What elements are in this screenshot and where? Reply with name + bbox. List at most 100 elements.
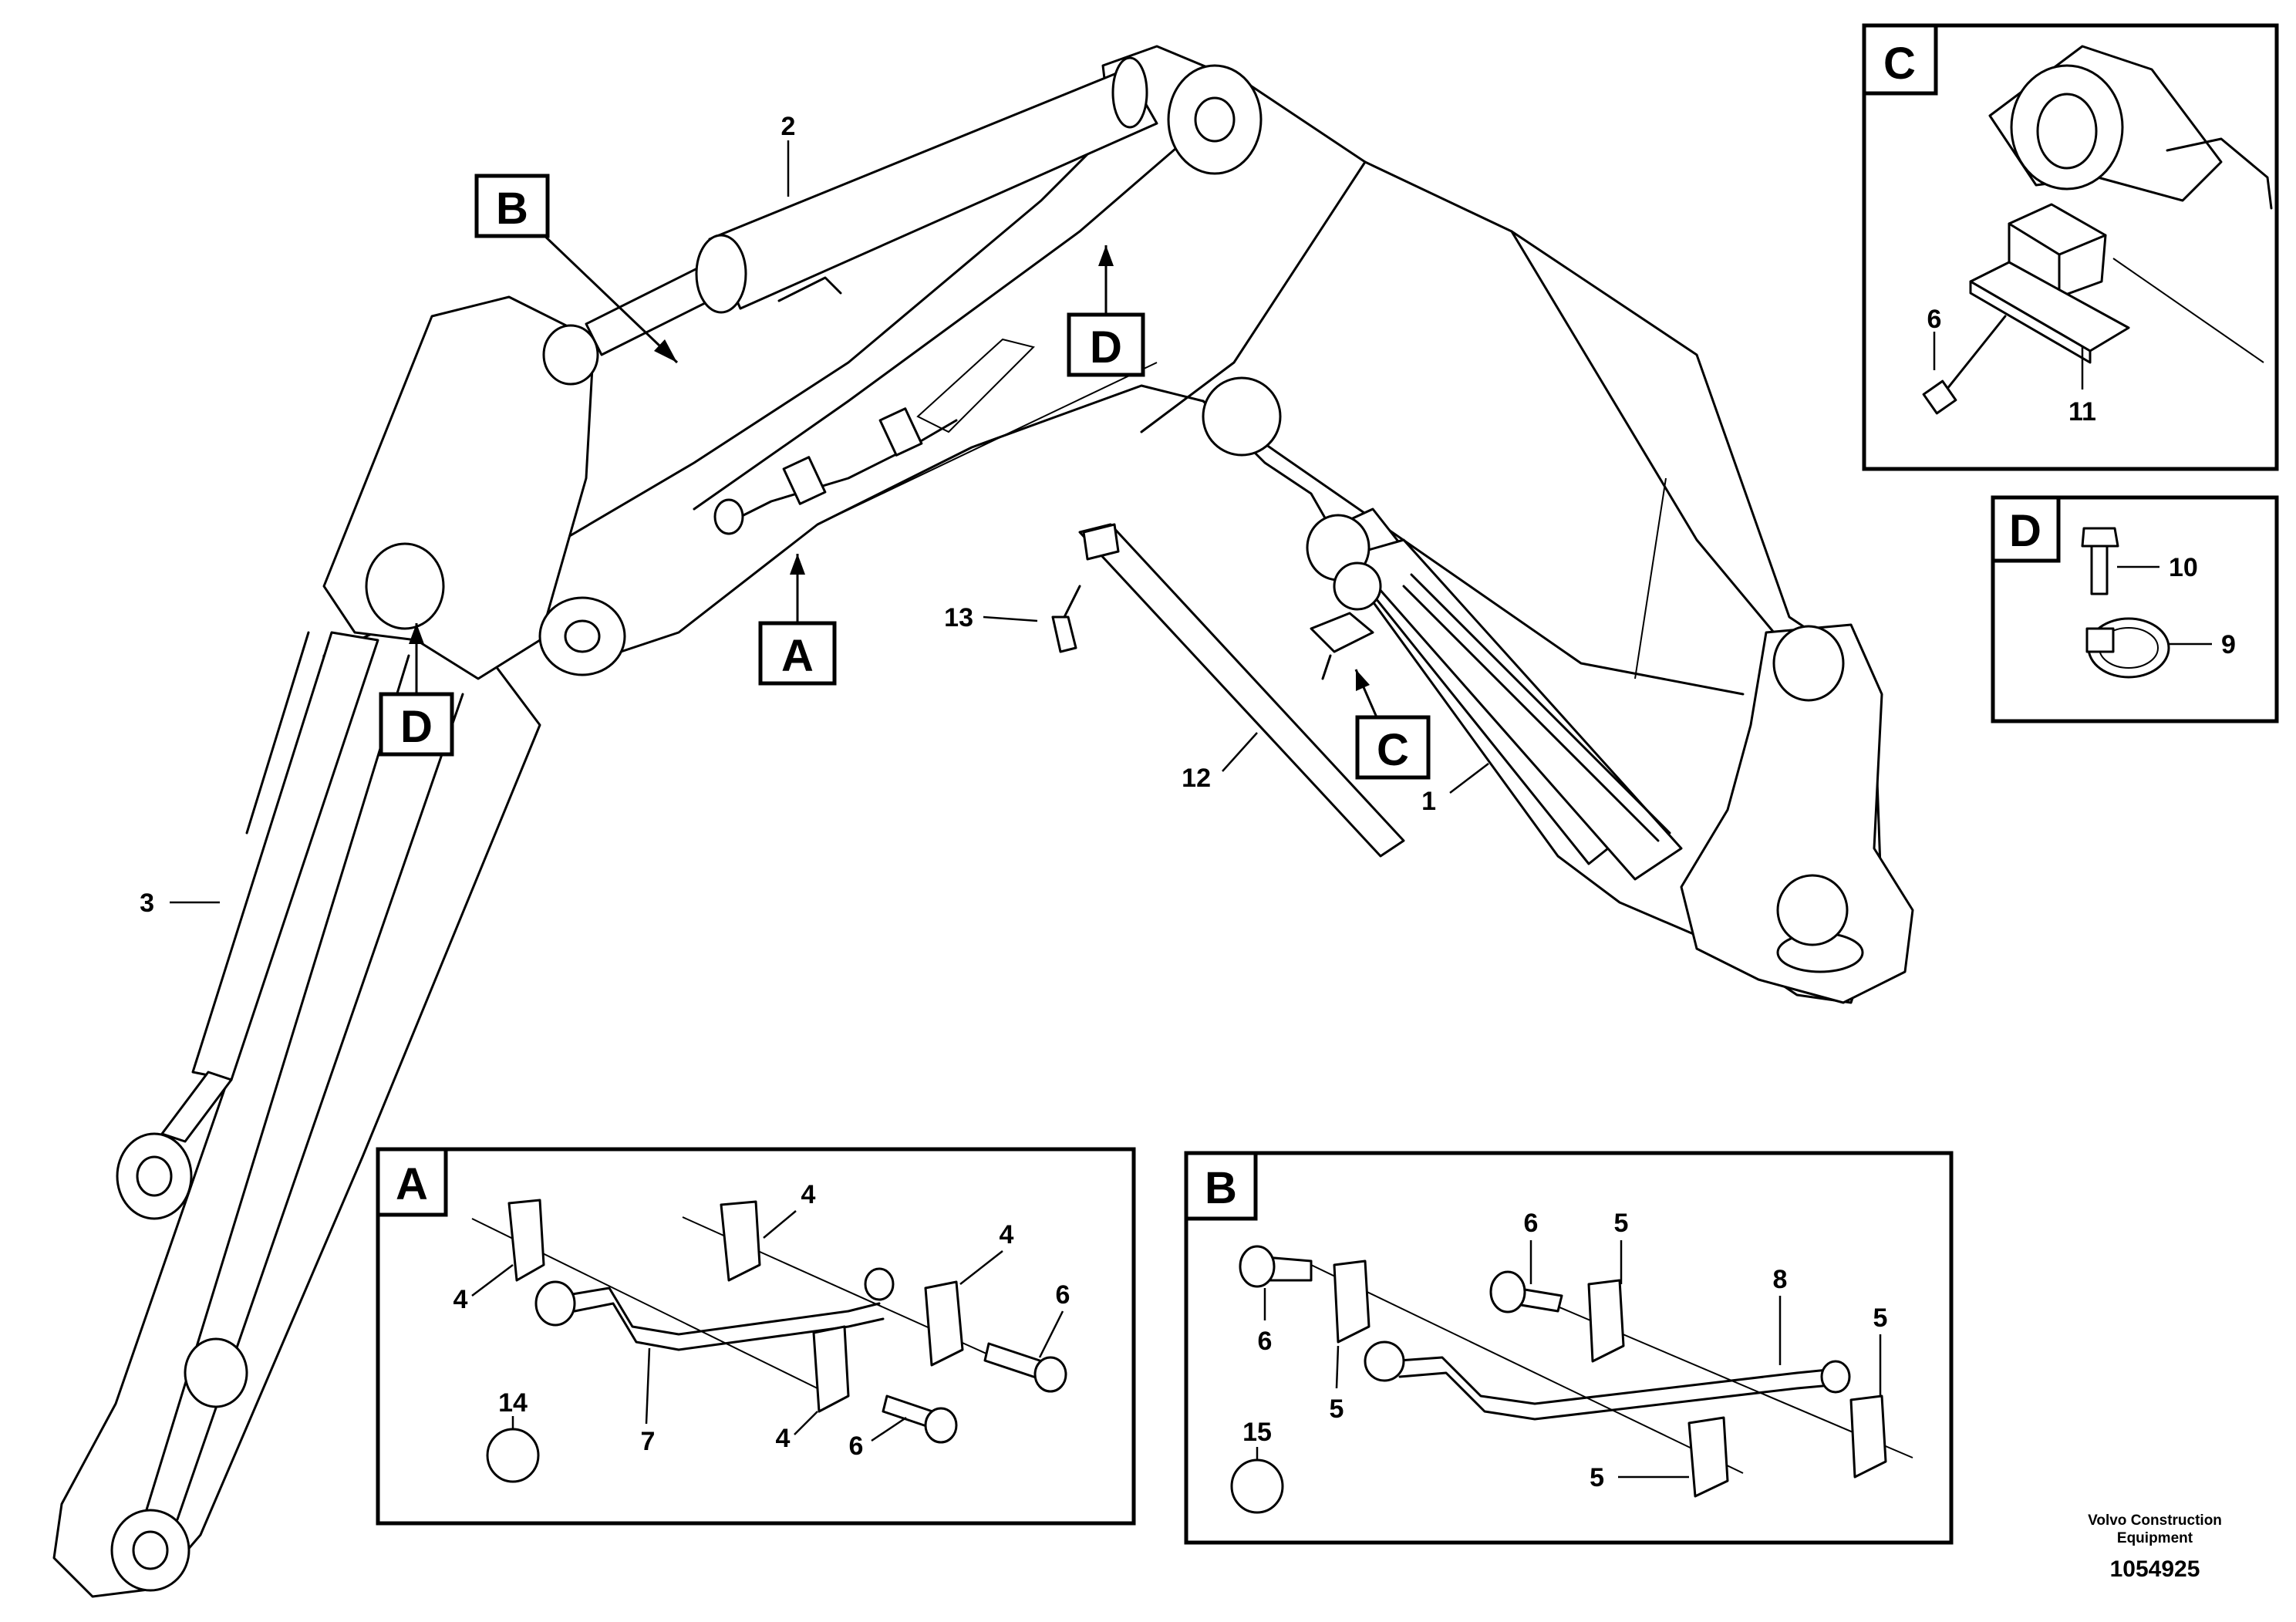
main-leaders: 2 3 1 12 13 [140,112,1489,918]
bolt-13-shank [1063,585,1081,619]
boom-under-line [817,362,1158,525]
detail-d-bolt-shank [2090,545,2109,595]
detail-b-clamp-2 [1587,1279,1625,1363]
callout-d-lower-tag [379,692,454,757]
detail-b-label-5-left: 5 [1330,1394,1344,1424]
detail-d-clamp-tab [2085,627,2115,653]
detail-d-tag [1991,495,2061,563]
bucket-cylinder [585,56,1158,356]
boom-pipe [723,419,958,526]
detail-b-title: B [1205,1163,1237,1213]
detail-b-pipe [1387,1356,1837,1405]
arm-top-eye [365,542,445,630]
callout-b-tag [474,174,550,238]
detail-a-label-6-right: 6 [1056,1280,1070,1310]
detail-a-label-4-left: 4 [453,1285,468,1314]
callout-d-upper: D [1090,322,1122,373]
boom-pipe-clamp-1 [782,456,827,505]
arm-cylinder-pipe [245,631,310,835]
arm-edge [137,654,410,1536]
detail-c-plate-side [1969,280,2092,364]
callout-d-lower: D [400,702,433,752]
arm-bracket-eye [542,324,599,386]
detail-a-bolt-2-head [924,1407,958,1444]
boom-block-plate [1310,612,1374,653]
detail-c-title: C [1883,39,1916,89]
detail-a-pipe-nut-left [534,1280,576,1327]
detail-b-axis-2 [1495,1280,1913,1458]
detail-c-frame [1862,23,2279,471]
detail-a-panel: A 4 4 4 4 6 6 7 14 [376,1147,1136,1526]
bucket-cylinder-hose [777,276,842,302]
callout-c: C [1377,725,1409,775]
boom-edge-top [1510,230,1775,634]
callout-b: B [496,184,528,234]
detail-b-pipe-nut-left [1364,1340,1405,1382]
callout-c-tag [1355,715,1431,780]
label-3: 3 [140,889,154,918]
bucket-cylinder-collar [695,234,747,314]
boom-mid-eye [1202,376,1282,457]
detail-a-label-4-top: 4 [801,1180,816,1209]
detail-b-pipe-2 [1398,1371,1841,1421]
brand-line-2: Equipment [2117,1530,2193,1546]
label-1: 1 [1421,787,1436,816]
detail-c-label-11: 11 [2068,397,2096,427]
tool-bar-assembly [1051,523,1405,858]
detail-a-label-14: 14 [498,1388,528,1418]
callout-d-upper-tag [1067,312,1145,377]
detail-a-clamp-2 [720,1200,761,1282]
detail-b-pipe-nut-right [1820,1360,1851,1394]
detail-d-label-10: 10 [2169,553,2198,582]
detail-a-title: A [396,1159,428,1209]
main-callouts: B D A C D [379,174,1431,780]
detail-c-axis [2112,258,2264,363]
detail-d-label-9: 9 [2221,630,2236,659]
boom-slot [916,338,1035,433]
brand-line-1: Volvo Construction [2088,1512,2222,1529]
detail-b-label-5-top: 5 [1614,1209,1629,1238]
callout-a-tag [758,621,837,686]
detail-c-bolt-head [1922,379,1957,415]
detail-c-eye-inner [2036,93,2098,170]
detail-c-bolt-shank [1942,315,2007,395]
detail-b-clamp-3 [1687,1416,1729,1498]
detail-b-bolt-1-head [1239,1245,1276,1288]
boom-cylinder-pipe-2 [1410,573,1671,835]
arm-cylinder-pin [136,1155,173,1197]
tool-bar-end [1082,523,1120,561]
detail-a-plug [486,1428,540,1483]
document-number: 1054925 [2110,1556,2200,1582]
detail-a-label-4-bottom: 4 [776,1424,791,1453]
detail-a-pipe-nut-right [864,1267,895,1301]
detail-b-label-8: 8 [1773,1265,1788,1294]
detail-a-clamp-3 [924,1280,964,1367]
detail-c-pipe [2166,137,2273,210]
boom-cylinder-tube [1348,538,1683,881]
arm-cylinder-rod [160,1071,233,1143]
pipe-assembly-a-location [713,407,958,535]
label-13: 13 [944,603,973,632]
detail-a-bolt-1-head [1033,1356,1067,1393]
detail-b-label-15: 15 [1242,1418,1272,1447]
detail-a-tag [376,1147,448,1217]
detail-a-label-4-right: 4 [1000,1220,1014,1249]
detail-a-pipe-2 [573,1302,885,1351]
arm-cylinder [116,631,379,1220]
detail-b-clamp-4 [1849,1394,1887,1479]
detail-a-clamp-4 [812,1325,850,1413]
detail-d-frame [1991,495,2279,723]
detail-b-tag [1184,1151,1258,1221]
boom-edge-upper [693,83,1251,511]
boom-cylinder-pipe [1402,585,1660,842]
arm-mid-eye [184,1337,248,1408]
boom-cylinder-collar [1333,561,1382,611]
detail-b-label-5-bottom: 5 [1590,1463,1604,1492]
boom-cylinder [1306,508,1683,881]
boom-block-c [1310,612,1374,680]
boom-edge-inner [1140,160,1367,433]
detail-b-clamp-1 [1333,1259,1371,1344]
detail-a-label-7: 7 [641,1427,656,1456]
boom-top-pin [1194,96,1236,143]
